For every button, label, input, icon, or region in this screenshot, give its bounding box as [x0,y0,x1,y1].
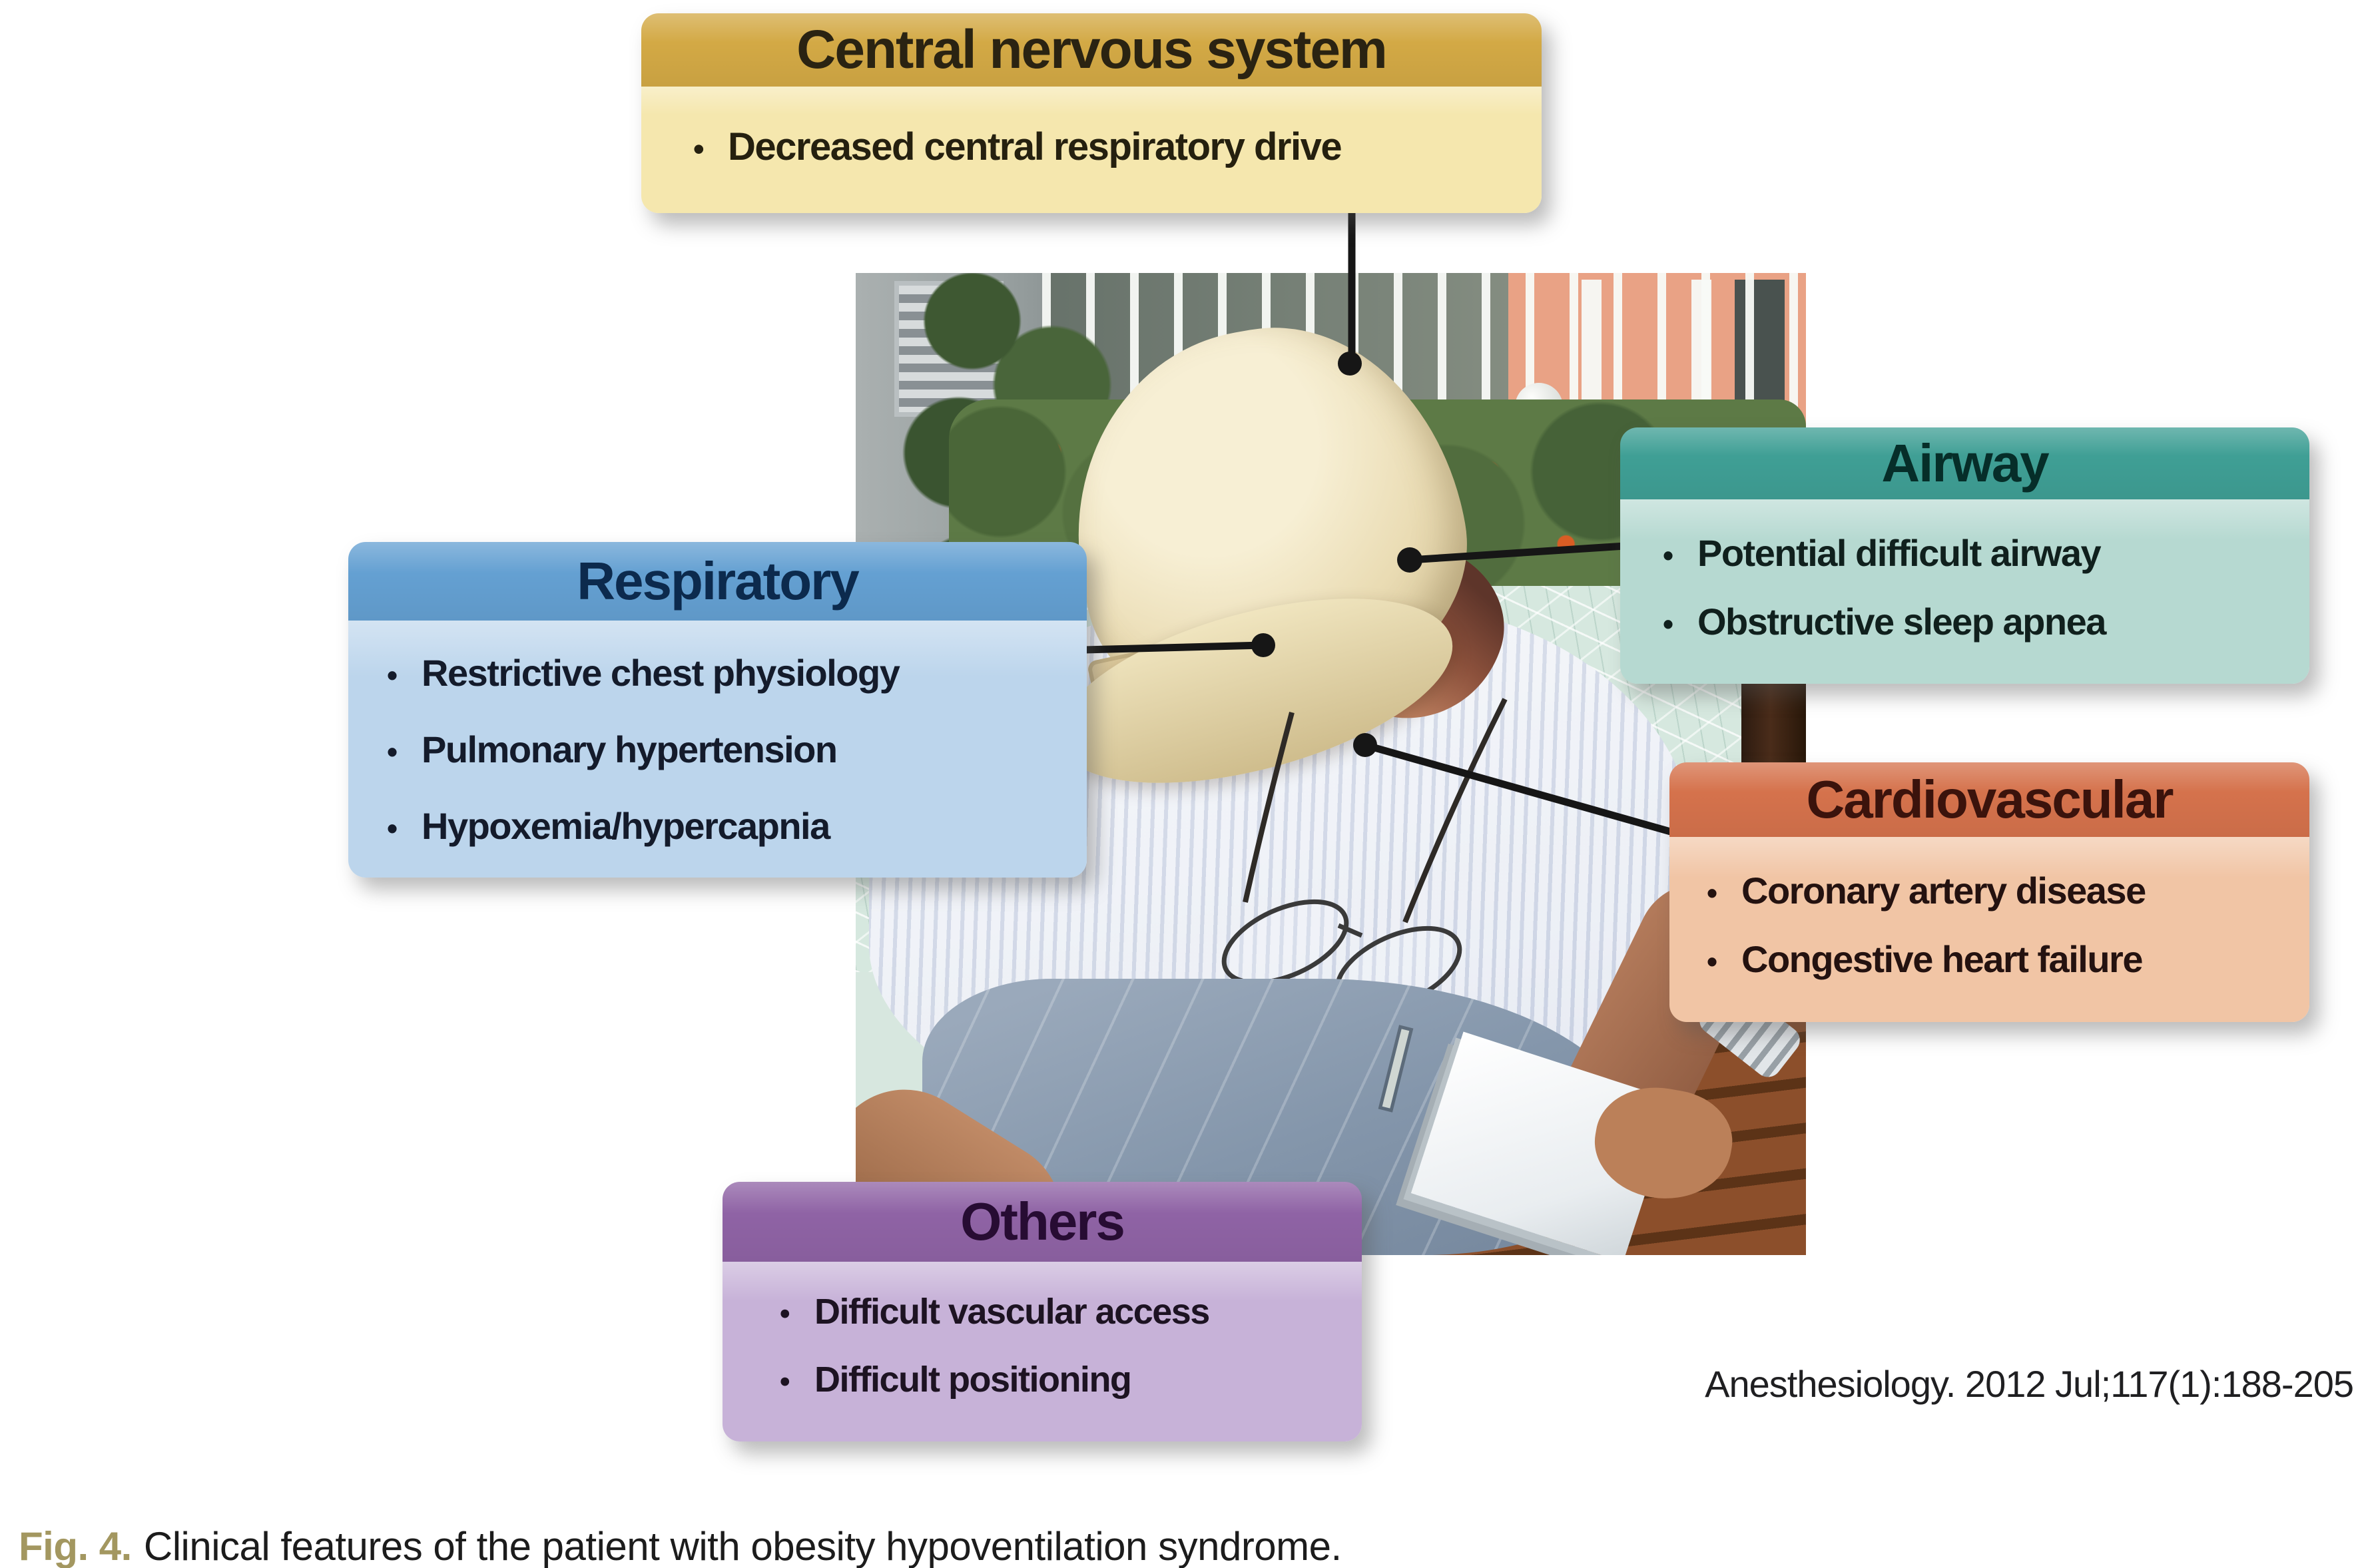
callout-header: Airway [1620,427,2309,499]
bullet-icon: • [1707,876,1717,910]
bullet-item: • Coronary artery disease [1707,869,2309,912]
callout-body: • Restrictive chest physiology • Pulmona… [348,621,1087,878]
callout-body: • Decreased central respiratory drive [641,87,1542,213]
bullet-icon: • [1663,607,1673,641]
bullet-item-text: Hypoxemia/hypercapnia [422,805,830,847]
callout-header: Others [723,1182,1362,1262]
callout-cardiovascular: Cardiovascular • Coronary artery disease… [1669,762,2309,1022]
bullet-item-text: Restrictive chest physiology [422,652,900,694]
callout-header: Cardiovascular [1669,762,2309,837]
callout-header: Central nervous system [641,13,1542,87]
callout-title: Airway [1881,433,2049,493]
bullet-icon: • [780,1298,790,1330]
bullet-item-text: Obstructive sleep apnea [1697,601,2106,643]
bullet-item-text: Coronary artery disease [1741,870,2146,912]
callout-respiratory: Respiratory • Restrictive chest physiolo… [348,542,1087,878]
bullet-icon: • [780,1366,790,1398]
bullet-icon: • [387,734,398,769]
bullet-item-text: Difficult positioning [814,1360,1132,1400]
callout-header: Respiratory [348,542,1087,621]
bullet-item-text: Congestive heart failure [1741,938,2143,980]
bullet-item-text: Difficult vascular access [814,1292,1210,1332]
callout-body: • Difficult vascular access • Difficult … [723,1262,1362,1441]
figure-caption: Fig. 4.Clinical features of the patient … [19,1523,1342,1568]
bullet-icon: • [387,658,398,692]
callout-central-nervous-system: Central nervous system • Decreased centr… [641,13,1542,213]
callout-title: Respiratory [577,551,860,611]
journal-citation: Anesthesiology. 2012 Jul;117(1):188-205 [1705,1363,2354,1405]
callout-title: Others [960,1192,1125,1251]
bullet-item: • Pulmonary hypertension [387,728,1087,771]
bullet-item-text: Potential difficult airway [1697,532,2102,574]
bullet-item: • Difficult vascular access [780,1291,1362,1332]
bullet-item: • Decreased central respiratory drive [693,125,1542,169]
callout-title: Cardiovascular [1806,770,2174,829]
bullet-item-text: Decreased central respiratory drive [728,125,1342,168]
bullet-item: • Hypoxemia/hypercapnia [387,804,1087,848]
bullet-item: • Obstructive sleep apnea [1663,600,2309,643]
bullet-icon: • [1663,538,1673,573]
callout-body: • Coronary artery disease • Congestive h… [1669,837,2309,1022]
bullet-icon: • [1707,944,1717,979]
callout-others: Others • Difficult vascular access • Dif… [723,1182,1362,1441]
bullet-icon: • [693,131,705,167]
callout-body: • Potential difficult airway • Obstructi… [1620,499,2309,684]
callout-title: Central nervous system [796,19,1388,80]
figure-caption-label: Fig. 4. [19,1524,132,1568]
bullet-icon: • [387,811,398,846]
bullet-item: • Difficult positioning [780,1359,1362,1400]
bullet-item: • Potential difficult airway [1663,531,2309,575]
bullet-item: • Restrictive chest physiology [387,651,1087,694]
callout-airway: Airway • Potential difficult airway • Ob… [1620,427,2309,684]
figure-caption-text: Clinical features of the patient with ob… [143,1524,1342,1568]
bullet-item: • Congestive heart failure [1707,937,2309,981]
bullet-item-text: Pulmonary hypertension [422,728,838,770]
